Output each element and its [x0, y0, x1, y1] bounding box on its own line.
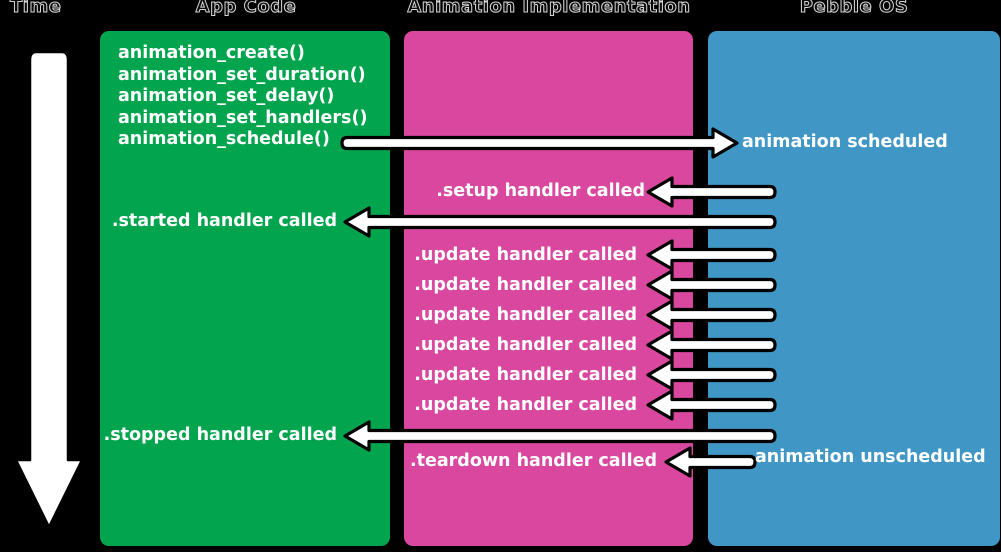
swimlane-app-code	[100, 31, 390, 546]
label-update-handler: .update handler called	[414, 275, 637, 295]
app-code-listing: animation_create() animation_set_duratio…	[118, 43, 388, 151]
swimlane-pebble-os	[708, 31, 1000, 546]
label-update-handler: .update handler called	[414, 305, 637, 325]
column-header-pebble-os: Pebble OS	[799, 0, 909, 18]
code-line: animation_set_delay()	[118, 86, 335, 106]
label-update-handler: .update handler called	[414, 365, 637, 385]
label-animation-scheduled: animation scheduled	[742, 132, 948, 152]
swimlane-animation-implementation	[404, 31, 693, 546]
column-header-app-code: App Code	[195, 0, 297, 18]
label-setup-handler: .setup handler called	[436, 181, 645, 201]
label-stopped-handler: .stopped handler called	[103, 425, 337, 445]
code-line: animation_set_handlers()	[118, 107, 368, 128]
code-line: animation_set_duration()	[118, 64, 366, 85]
label-animation-unscheduled: animation unscheduled	[755, 447, 986, 467]
label-update-handler: .update handler called	[414, 245, 637, 265]
label-update-handler: .update handler called	[414, 335, 637, 355]
label-update-handler: .update handler called	[414, 395, 637, 415]
code-line: animation_create()	[118, 43, 305, 63]
column-header-animation-implementation: Animation Implementation	[407, 0, 691, 18]
label-started-handler: .started handler called	[111, 211, 337, 231]
time-down-arrow-icon	[14, 40, 86, 544]
label-teardown-handler: .teardown handler called	[409, 451, 657, 471]
column-header-time: Time	[10, 0, 62, 18]
code-line: animation_schedule()	[118, 129, 330, 149]
